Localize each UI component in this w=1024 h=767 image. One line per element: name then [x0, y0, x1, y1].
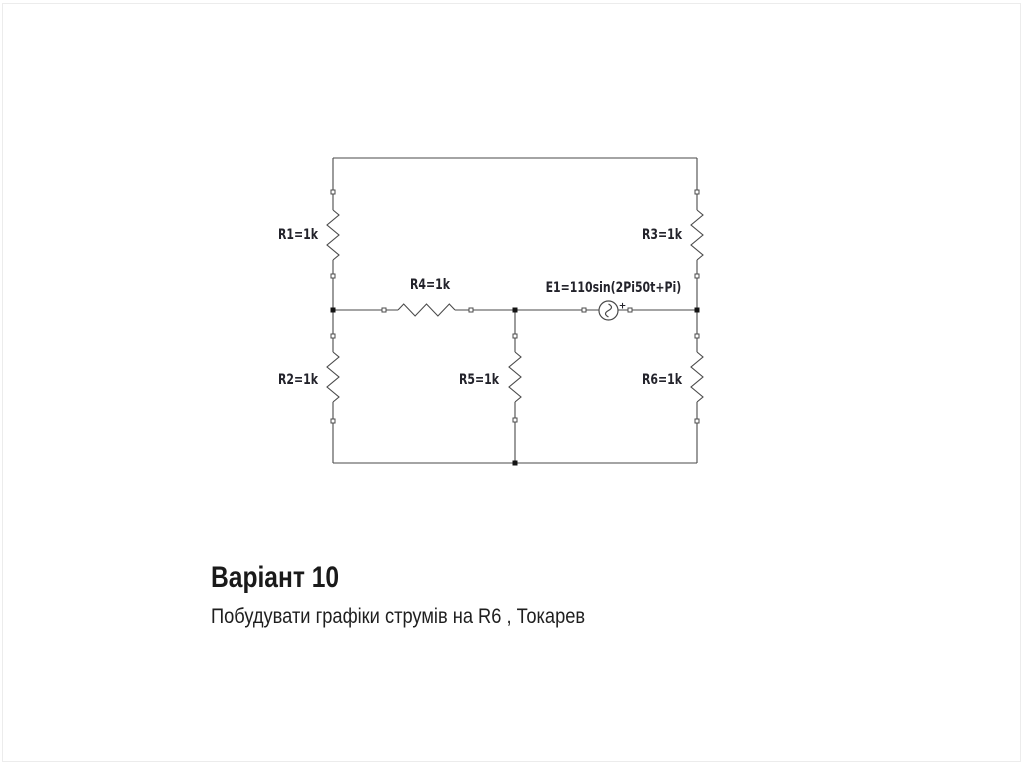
slide-subtitle: Побудувати графіки струмів на R6 , Токар…: [211, 605, 586, 628]
terminal: [330, 418, 336, 424]
pin-terminals: [330, 189, 700, 424]
resistor-r6: [690, 351, 704, 403]
terminal: [694, 333, 700, 339]
resistor-r2: [326, 351, 340, 403]
ac-source-e1: +: [598, 300, 627, 321]
junction-dot: [512, 307, 518, 313]
terminal: [694, 189, 700, 195]
resistor-r1: [326, 209, 340, 261]
label-r3: R3=1k: [641, 227, 682, 243]
terminal: [330, 333, 336, 339]
terminal: [381, 307, 387, 313]
label-r5: R5=1k: [458, 372, 499, 388]
terminal: [694, 273, 700, 279]
label-e1: E1=110sin(2Pi50t+Pi): [545, 280, 682, 296]
sine-wave-icon: [604, 303, 613, 318]
terminal: [512, 333, 518, 339]
junction-dot: [694, 307, 700, 313]
terminal: [330, 273, 336, 279]
label-r2: R2=1k: [277, 372, 318, 388]
terminal: [694, 418, 700, 424]
label-r4: R4=1k: [409, 277, 451, 293]
terminal: [581, 307, 587, 313]
label-r6: R6=1k: [641, 372, 682, 388]
resistor-r5: [508, 351, 522, 403]
label-r1: R1=1k: [277, 227, 318, 243]
resistor-r4: [397, 303, 456, 317]
terminal: [330, 189, 336, 195]
slide-title: Варіант 10: [211, 561, 340, 594]
junction-dot: [512, 460, 518, 466]
terminal: [468, 307, 474, 313]
junction-dots: [330, 307, 700, 466]
source-polarity-plus: +: [619, 302, 627, 312]
resistor-r3: [690, 209, 704, 261]
terminal: [512, 417, 518, 423]
junction-dot: [330, 307, 336, 313]
terminal: [627, 307, 633, 313]
